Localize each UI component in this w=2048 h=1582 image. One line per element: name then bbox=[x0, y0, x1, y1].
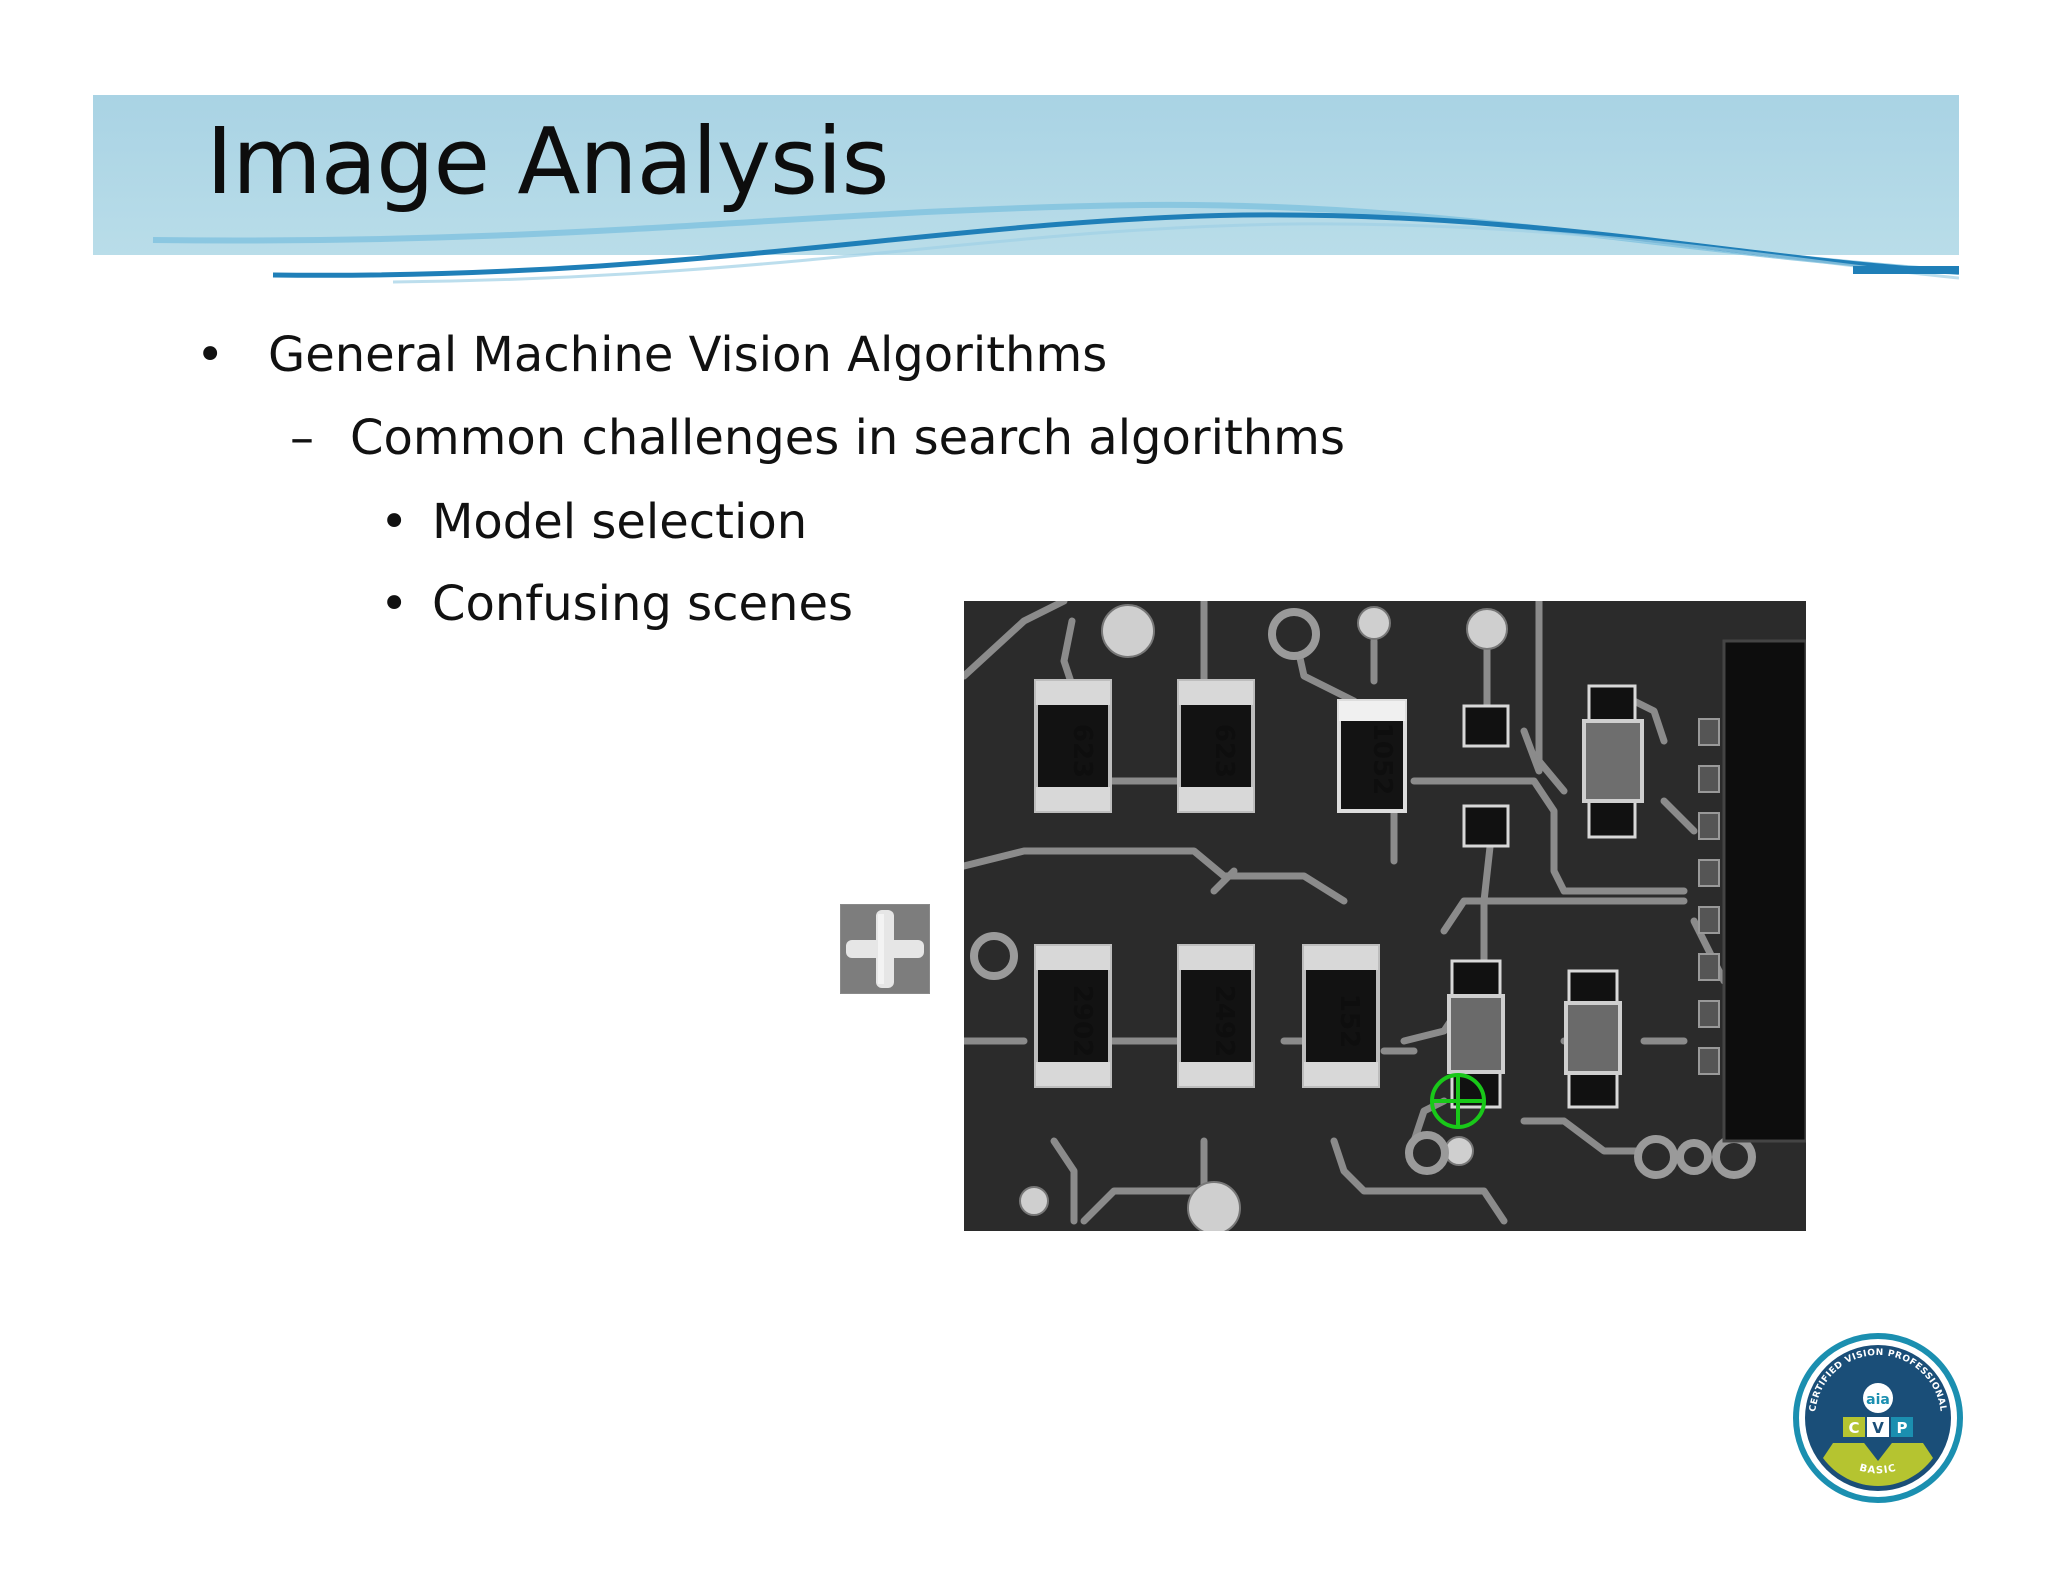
bullet-item: • General Machine Vision Algorithms bbox=[196, 327, 1107, 383]
resistor-label: 2492 bbox=[1209, 985, 1239, 1057]
bullet-marker: • bbox=[196, 327, 225, 383]
bullet-text: General Machine Vision Algorithms bbox=[268, 327, 1108, 383]
logo-letter: C bbox=[1848, 1419, 1859, 1437]
bullet-text: Confusing scenes bbox=[432, 576, 854, 632]
resistor-label: 2902 bbox=[1067, 985, 1097, 1057]
slide-title: Image Analysis bbox=[206, 108, 889, 215]
bullet-marker: • bbox=[380, 494, 409, 550]
bullet-text: Common challenges in search algorithms bbox=[350, 410, 1345, 466]
sub-sub-bullet-item: • Confusing scenes bbox=[380, 576, 853, 632]
logo-level-text: BASIC bbox=[1858, 1463, 1897, 1477]
title-wave-decoration bbox=[152, 201, 1959, 284]
bullet-marker: • bbox=[380, 576, 409, 632]
sub-sub-bullet-item: • Model selection bbox=[380, 494, 807, 550]
resistor-label: 152 bbox=[1334, 994, 1364, 1048]
resistor-label: 1052 bbox=[1367, 723, 1397, 795]
resistor-623-left: 623 bbox=[1034, 679, 1112, 813]
aia-cvp-basic-logo: CERTIFIED VISION PROFESSIONAL aia C V P … bbox=[1793, 1333, 1963, 1503]
logo-brand-text: aia bbox=[1866, 1392, 1890, 1408]
logo-letter: V bbox=[1872, 1419, 1884, 1437]
resistor-label: 623 bbox=[1067, 724, 1097, 778]
model-template-image bbox=[840, 904, 930, 994]
match-crosshair-marker bbox=[1430, 1073, 1486, 1129]
bullet-marker: – bbox=[290, 410, 314, 466]
bullet-text: Model selection bbox=[432, 494, 808, 550]
circuit-board-drawing: 623 623 1052 bbox=[964, 601, 1806, 1231]
logo-letter: P bbox=[1897, 1419, 1908, 1437]
circuit-board-scene-image: 623 623 1052 bbox=[964, 601, 1806, 1231]
sub-bullet-item: –Common challenges in search algorithms bbox=[290, 410, 1345, 466]
resistor-label: 623 bbox=[1209, 724, 1239, 778]
svg-text:BASIC: BASIC bbox=[1858, 1463, 1898, 1477]
